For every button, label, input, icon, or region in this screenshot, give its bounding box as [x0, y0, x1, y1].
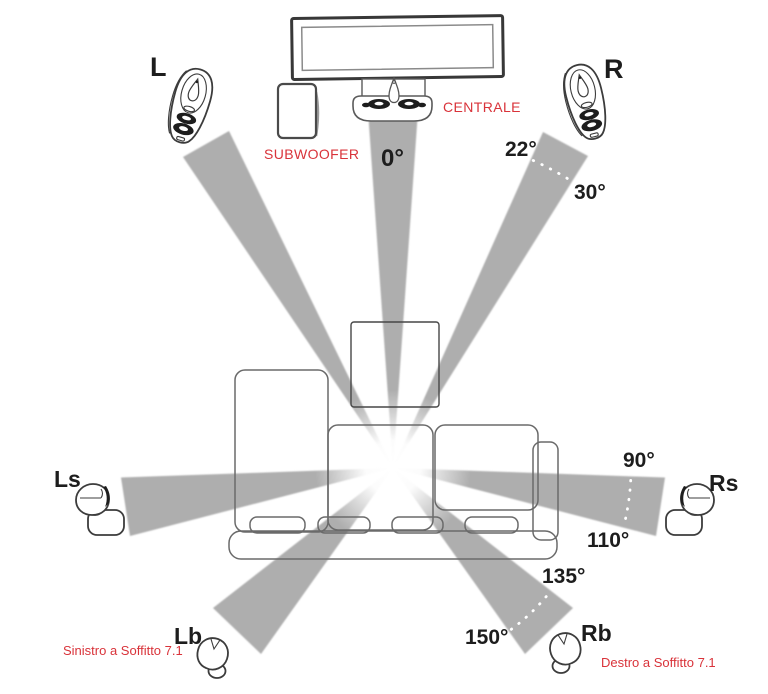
sofa-seat-1 [249, 516, 306, 534]
beam-front-right [393, 132, 588, 468]
range-arc-back-right [509, 595, 548, 632]
sofa-center-cushion [327, 424, 434, 531]
angle-back-max: 150° [465, 626, 509, 649]
caption-back-right: Destro a Soffitto 7.1 [601, 655, 716, 670]
angle-side-max: 110° [587, 529, 630, 552]
front-left-speaker-graphic [159, 63, 219, 149]
sofa-base [228, 530, 558, 560]
label-center-speaker: CENTRALE [443, 99, 521, 115]
caption-back-left: Sinistro a Soffitto 7.1 [63, 643, 183, 658]
sofa-seat-4 [464, 516, 519, 534]
beam-center [368, 118, 418, 468]
sofa-center-back-square [350, 321, 440, 408]
tv-outline [290, 14, 505, 81]
sofa-back-left-cushion [234, 369, 329, 533]
sofa-armrest [532, 441, 559, 541]
beam-front-left [183, 131, 393, 468]
label-back-left: Lb [174, 623, 203, 649]
angle-side-min: 90° [623, 449, 655, 472]
angle-front-min: 22° [505, 138, 537, 161]
back-right-speaker-graphic [549, 632, 582, 674]
range-arc-front-right [531, 159, 571, 182]
label-front-left: L [150, 52, 167, 82]
angle-back-min: 135° [542, 565, 586, 588]
range-arc-side-right [622, 479, 633, 527]
label-surround-left: Ls [54, 466, 81, 492]
angle-center: 0° [381, 145, 404, 172]
sofa-seat-2 [317, 516, 371, 534]
label-back-right: Rb [581, 620, 612, 646]
surround-left-speaker-graphic [75, 483, 125, 536]
sofa-right-cushion [434, 424, 539, 511]
sofa-seat-3 [391, 516, 444, 534]
label-subwoofer: SUBWOOFER [264, 146, 360, 162]
surround-right-speaker-graphic [665, 483, 715, 536]
angle-front-max: 30° [574, 181, 606, 204]
sofa-outline [228, 321, 559, 560]
label-front-right: R [604, 54, 624, 84]
listening-position-fade [315, 390, 471, 546]
subwoofer-graphic [276, 82, 320, 140]
label-surround-right: Rs [709, 470, 739, 496]
center-speaker-graphic [352, 76, 433, 122]
